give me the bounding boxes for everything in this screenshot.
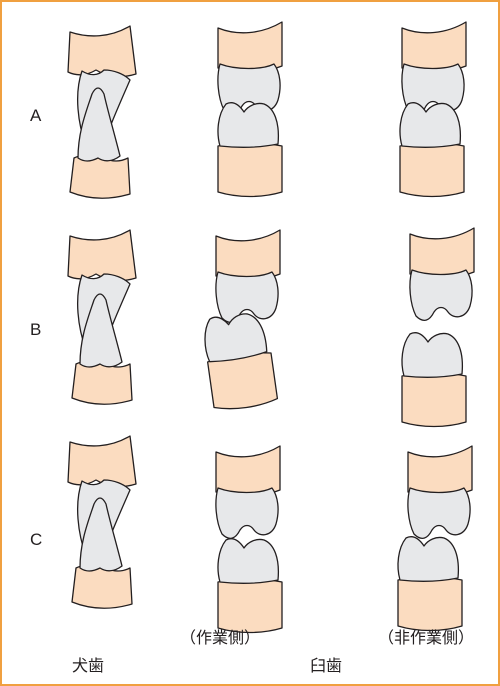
row-label-b: B — [30, 320, 41, 340]
caption-non-working-side: （非作業側） — [378, 624, 474, 648]
row-a-canine — [68, 26, 136, 198]
caption-working-side: （作業側） — [180, 624, 260, 648]
row-c-canine — [68, 436, 136, 608]
row-b-canine — [68, 230, 136, 404]
row-a-non-working-molar — [400, 22, 466, 197]
row-a-working-molar — [218, 22, 282, 197]
row-c-non-working-molar — [398, 446, 472, 631]
row-label-a: A — [30, 106, 41, 126]
row-b-working-molar — [202, 230, 280, 412]
row-c-working-molar — [216, 446, 282, 633]
caption-canine: 犬歯 — [72, 652, 104, 676]
row-label-c: C — [30, 530, 42, 550]
caption-molar: 臼歯 — [310, 652, 342, 676]
row-b-non-working-molar — [402, 228, 474, 427]
